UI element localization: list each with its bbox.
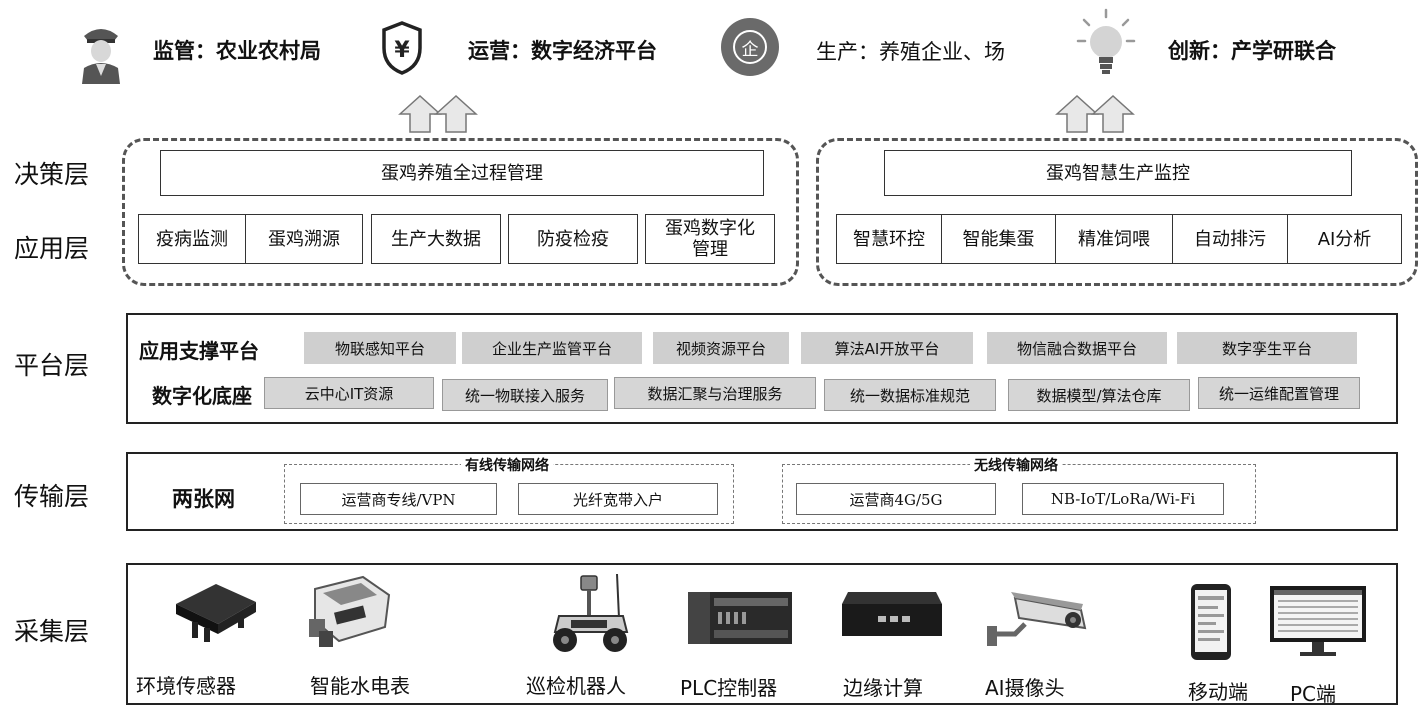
layer-label-platform: 平台层: [14, 351, 90, 380]
app-box-disease-monitoring: 疫病监测: [138, 214, 246, 264]
device-label: AI摄像头: [985, 676, 1065, 700]
base-chip: 数据汇聚与治理服务: [614, 377, 816, 409]
patrol-robot-icon: [545, 570, 635, 660]
decision-group-right: [816, 138, 1418, 286]
edge-computing-icon: [838, 586, 946, 644]
two-networks-label: 两张网: [172, 487, 235, 511]
lightbulb-icon: [1076, 8, 1136, 80]
base-chip: 统一运维配置管理: [1198, 377, 1360, 409]
stakeholder-operator: 运营：数字经济平台: [468, 39, 657, 63]
layer-label-transport: 传输层: [14, 482, 90, 511]
stakeholder-producer: 生产：养殖企业、场: [816, 40, 1005, 64]
device-label: 环境传感器: [136, 674, 236, 698]
police-officer-icon: [78, 22, 124, 84]
platform-chip: 企业生产监管平台: [462, 332, 642, 364]
layer-label-decision: 决策层: [14, 160, 90, 189]
base-chip: 云中心IT资源: [264, 377, 434, 409]
mobile-phone-icon: [1188, 582, 1234, 662]
base-chip: 统一物联接入服务: [442, 379, 608, 411]
app-box-precise-feeding: 精准饲喂: [1055, 214, 1173, 264]
app-box-ai-analysis: AI分析: [1287, 214, 1402, 264]
device-label: PC端: [1290, 682, 1337, 706]
enterprise-circle-icon: 企: [721, 18, 779, 76]
wireless-network-title: 无线传输网络: [970, 455, 1062, 475]
base-chip: 统一数据标准规范: [824, 379, 996, 411]
platform-chip: 物信融合数据平台: [987, 332, 1167, 364]
environment-sensor-icon: [168, 580, 260, 644]
wireless-item-nbiot: NB-IoT/LoRa/Wi-Fi: [1022, 483, 1224, 515]
decision-group-left: [122, 138, 799, 286]
app-box-digital-management: 蛋鸡数字化管理: [645, 214, 775, 264]
stakeholder-regulator: 监管：农业农村局: [153, 39, 321, 63]
wired-item-vpn: 运营商专线/VPN: [300, 483, 497, 515]
device-label: 移动端: [1188, 680, 1248, 704]
app-box-production-bigdata: 生产大数据: [371, 214, 501, 264]
device-label: 边缘计算: [843, 676, 923, 700]
platform-chip: 数字孪生平台: [1177, 332, 1357, 364]
yuan-shield-icon: ¥: [380, 20, 424, 76]
wired-network-title: 有线传输网络: [461, 455, 553, 475]
ai-camera-icon: [985, 588, 1093, 648]
app-box-auto-waste: 自动排污: [1172, 214, 1288, 264]
platform-chip: 算法AI开放平台: [801, 332, 973, 364]
platform-chip: 物联感知平台: [304, 332, 456, 364]
svg-text:¥: ¥: [394, 38, 410, 63]
decision-title-left: 蛋鸡养殖全过程管理: [160, 150, 764, 196]
digital-base-label: 数字化底座: [152, 384, 252, 408]
layer-label-application: 应用层: [14, 234, 90, 263]
layer-label-collection: 采集层: [14, 617, 90, 646]
device-label: 智能水电表: [310, 674, 410, 698]
plc-controller-icon: [684, 588, 796, 648]
up-arrows-icon: [398, 94, 480, 134]
base-chip: 数据模型/算法仓库: [1008, 379, 1190, 411]
app-box-smart-climate: 智慧环控: [836, 214, 942, 264]
device-label: PLC控制器: [680, 676, 778, 700]
stakeholder-innovation: 创新：产学研联合: [1168, 39, 1336, 63]
app-box-egg-tracing: 蛋鸡溯源: [245, 214, 363, 264]
enterprise-icon-glyph: 企: [733, 30, 767, 64]
app-box-epidemic-quarantine: 防疫检疫: [508, 214, 638, 264]
device-label: 巡检机器人: [526, 674, 626, 698]
platform-chip: 视频资源平台: [653, 332, 789, 364]
decision-title-right: 蛋鸡智慧生产监控: [884, 150, 1352, 196]
up-arrows-icon: [1055, 94, 1137, 134]
wired-item-fiber: 光纤宽带入户: [518, 483, 718, 515]
pc-monitor-icon: [1268, 584, 1368, 660]
app-box-smart-egg-collection: 智能集蛋: [941, 214, 1056, 264]
smart-meter-icon: [305, 575, 395, 651]
wireless-item-4g5g: 运营商4G/5G: [796, 483, 996, 515]
support-platform-label: 应用支撑平台: [139, 339, 259, 363]
